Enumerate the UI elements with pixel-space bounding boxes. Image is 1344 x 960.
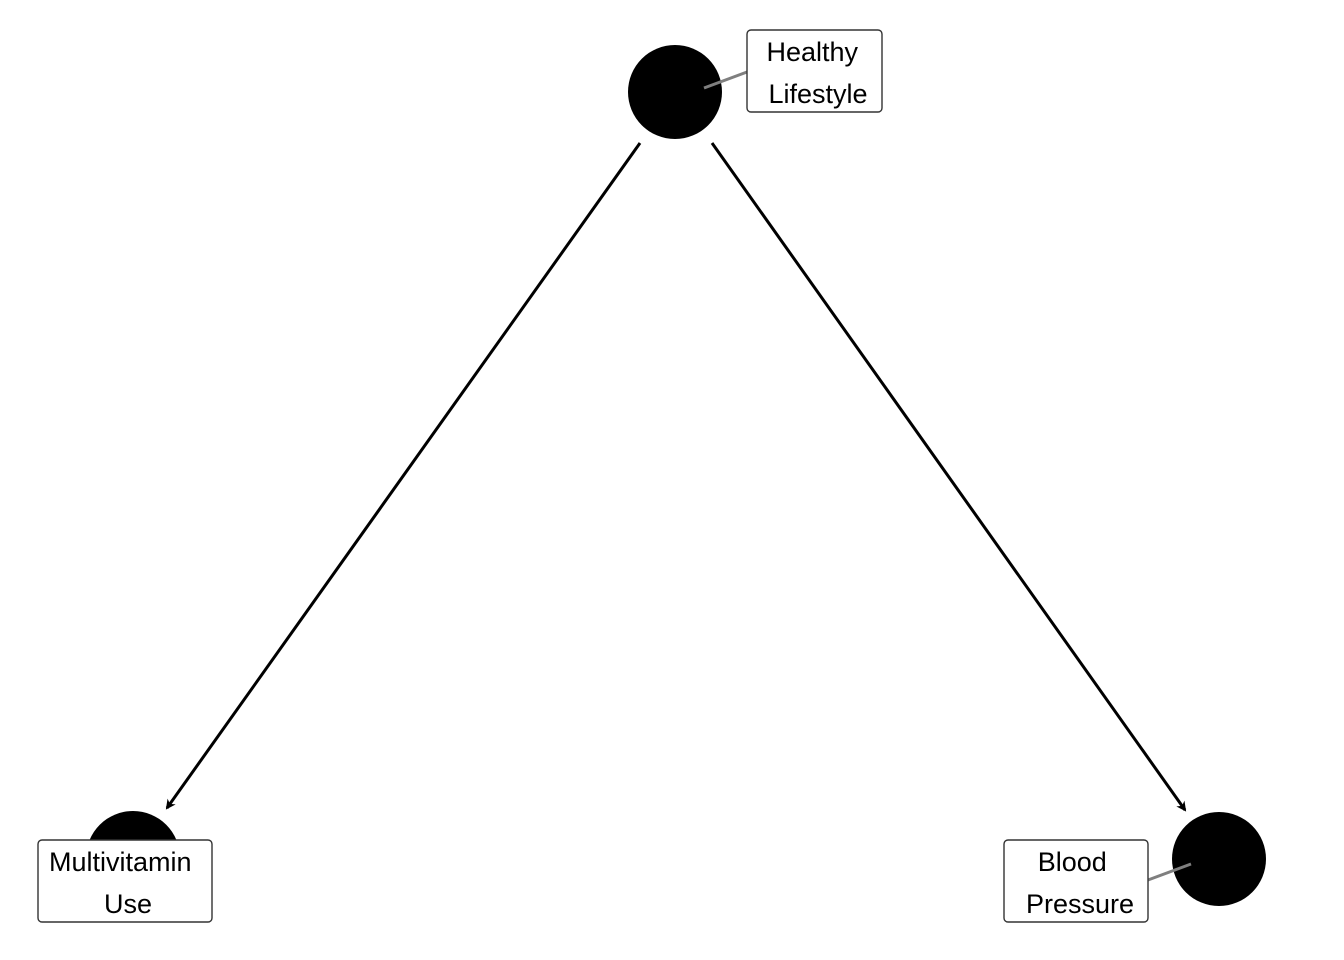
node-blood-pressure-label: Blood Pressure xyxy=(1026,847,1134,919)
node-healthy-lifestyle-leader-line xyxy=(703,70,748,90)
node-healthy-lifestyle-label-box xyxy=(746,29,883,113)
node-blood-pressure-leader-line xyxy=(1147,862,1192,882)
node-healthy-lifestyle-dot xyxy=(628,45,722,139)
node-healthy-lifestyle-label-line-1: Healthy xyxy=(766,37,858,67)
node-healthy-lifestyle-label-line-2: Lifestyle xyxy=(768,79,867,109)
edge-healthy-lifestyle-to-blood-pressure xyxy=(710,142,1187,812)
node-blood-pressure-label-box xyxy=(1003,839,1149,923)
node-healthy-lifestyle: Healthy Lifestyle xyxy=(628,29,883,139)
edge-healthy-lifestyle-to-multivitamin-use xyxy=(165,142,642,810)
node-multivitamin-use-label-line-1: Multivitamin xyxy=(49,847,192,877)
node-multivitamin-use-label-line-2: Use xyxy=(104,889,152,919)
node-blood-pressure: Blood Pressure xyxy=(1003,812,1266,923)
edges-layer xyxy=(165,142,1187,812)
node-blood-pressure-label-line-2: Pressure xyxy=(1026,889,1134,919)
node-multivitamin-use-label-box xyxy=(37,839,213,923)
node-blood-pressure-label-line-1: Blood xyxy=(1038,847,1107,877)
node-blood-pressure-dot xyxy=(1172,812,1266,906)
node-healthy-lifestyle-label: Healthy Lifestyle xyxy=(766,37,867,109)
node-multivitamin-use: Multivitamin Use xyxy=(37,811,213,923)
node-multivitamin-use-label: Multivitamin Use xyxy=(49,847,199,919)
